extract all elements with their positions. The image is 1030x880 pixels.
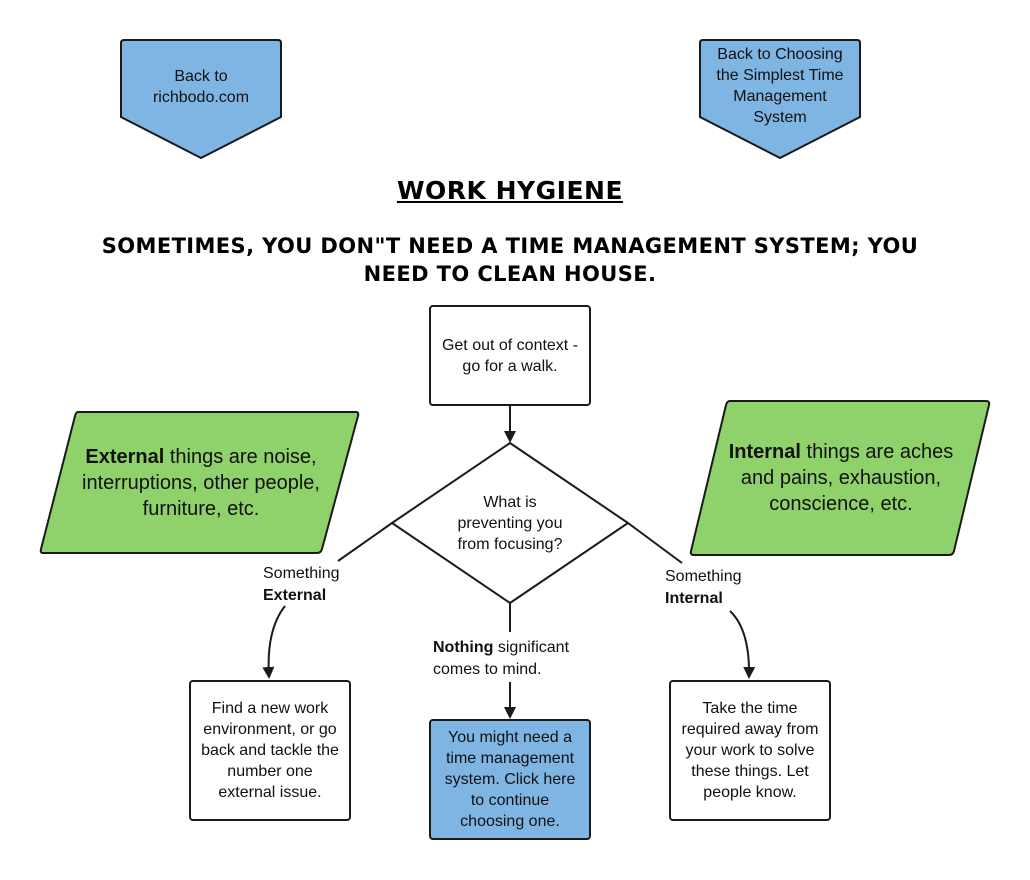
- nothing-action-text[interactable]: You might need a time management system.…: [444, 729, 576, 830]
- external-note: External things are noise, interruptions…: [70, 420, 332, 546]
- internal-note: Internal things are aches and pains, exh…: [718, 406, 964, 550]
- decision-node: What is preventing you from focusing?: [440, 480, 580, 566]
- external-action-box-shape: [189, 680, 351, 821]
- internal-branch-label-bold: Internal: [665, 590, 723, 607]
- external-branch-label-line1: Something: [263, 565, 340, 582]
- external-note-bold: External: [85, 446, 165, 468]
- back-nav-shape[interactable]: [699, 39, 861, 160]
- nothing-action-box-shape[interactable]: [429, 719, 591, 840]
- nothing-branch-label: Nothing significant comes to mind.: [433, 637, 603, 681]
- nothing-branch-label-bold: Nothing: [433, 639, 494, 656]
- home-nav-label[interactable]: Back to richbodo.com: [152, 68, 250, 106]
- internal-note-bold: Internal: [728, 441, 801, 463]
- internal-note-rest: things are aches and pains, exhaustion, …: [740, 441, 954, 515]
- external-action-text: Find a new work environment, or go back …: [201, 700, 339, 801]
- internal-branch-label-line1: Something: [665, 568, 742, 585]
- decision-text: What is preventing you from focusing?: [457, 493, 563, 553]
- internal-note-shape: [689, 400, 991, 556]
- external-branch-label-bold: External: [263, 587, 327, 604]
- page-title: Work Hygiene: [396, 176, 624, 205]
- nothing-branch-label-rest: significant comes to mind.: [433, 639, 570, 678]
- external-branch-label: Something External: [263, 563, 373, 607]
- external-note-rest: things are noise, interruptions, other p…: [82, 446, 320, 520]
- internal-action-text: Take the time required away from your wo…: [681, 700, 819, 801]
- internal-note-text: Internal things are aches and pains, exh…: [724, 439, 958, 517]
- internal-action-box-shape: [669, 680, 831, 821]
- home-nav-shape[interactable]: [120, 39, 282, 160]
- external-note-text: External things are noise, interruptions…: [76, 444, 326, 522]
- start-box-text: Get out of context - go for a walk.: [441, 336, 579, 375]
- external-branch-arrow: [262, 605, 286, 679]
- back-nav-button[interactable]: Back to Choosing the Simplest Time Manag…: [702, 42, 858, 130]
- internal-action-box: Take the time required away from your wo…: [672, 683, 828, 818]
- internal-branch-label: Something Internal: [665, 566, 775, 610]
- external-note-shape: [39, 411, 360, 554]
- back-nav-label[interactable]: Back to Choosing the Simplest Time Manag…: [716, 46, 844, 126]
- home-nav-button[interactable]: Back to richbodo.com: [125, 52, 277, 122]
- internal-branch-arrow: [729, 610, 756, 679]
- start-box: Get out of context - go for a walk.: [432, 308, 588, 403]
- external-action-box: Find a new work environment, or go back …: [192, 683, 348, 818]
- nothing-action-box[interactable]: You might need a time management system.…: [432, 722, 588, 837]
- page-subtitle: Sometimes, you don"t need a time managem…: [101, 234, 919, 286]
- decision-right-connector: [627, 522, 683, 564]
- decision-left-connector: [337, 522, 393, 562]
